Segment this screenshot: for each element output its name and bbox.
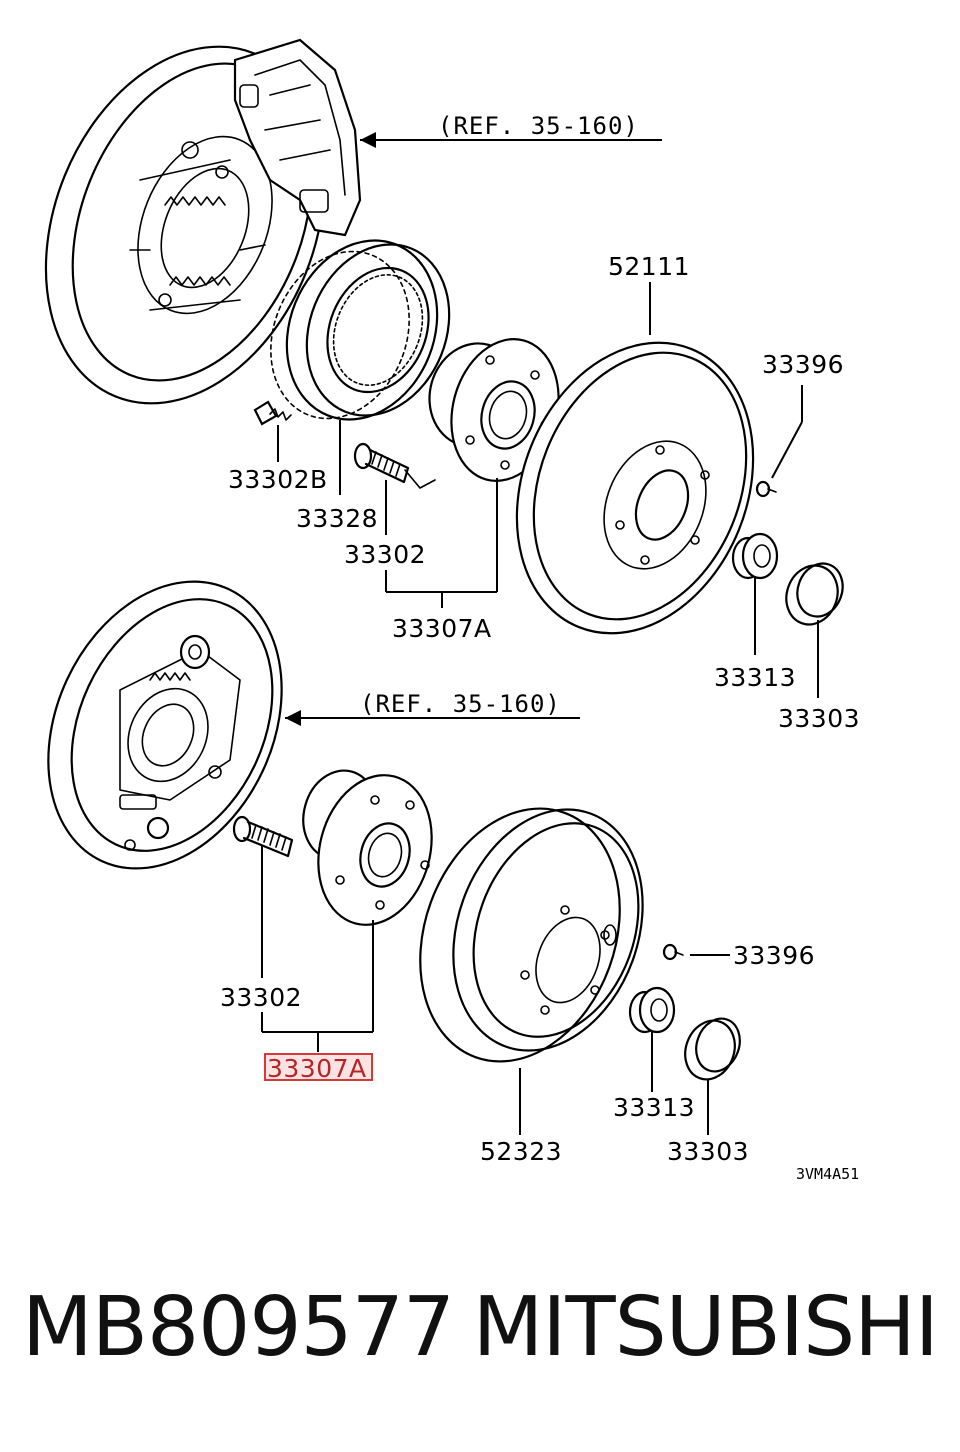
- label-33302-lower: 33302: [220, 983, 302, 1012]
- label-33303-upper: 33303: [778, 704, 860, 733]
- label-52323: 52323: [480, 1137, 562, 1166]
- label-33313-upper: 33313: [714, 663, 796, 692]
- part-number: MB809577: [22, 1280, 455, 1375]
- label-33396-lower: 33396: [733, 941, 815, 970]
- brake-drum: [419, 807, 644, 1063]
- lower-ref-label: (REF. 35-160): [360, 690, 561, 718]
- drawing-code: 3VM4A51: [796, 1165, 859, 1183]
- upper-screw: [755, 480, 777, 498]
- highlight-box: [264, 1053, 373, 1081]
- upper-nut: [731, 532, 779, 580]
- upper-ref-label: (REF. 35-160): [438, 112, 639, 140]
- label-52111: 52111: [608, 252, 690, 281]
- label-33307a-lower-highlighted: 33307A: [267, 1054, 367, 1083]
- exploded-parts-diagram: (REF. 35-160): [44, 38, 860, 1183]
- lower-backing-plate: [47, 580, 283, 870]
- bolt-33302b: [253, 400, 292, 426]
- lower-stud: [232, 815, 294, 858]
- tone-ring: [270, 239, 451, 421]
- brand-name: MITSUBISHI: [472, 1280, 939, 1375]
- label-33396-upper: 33396: [762, 350, 844, 379]
- upper-stud: [353, 442, 410, 484]
- upper-caliper: [233, 38, 362, 237]
- upper-leader-lines: [277, 282, 819, 698]
- label-33303-lower: 33303: [667, 1137, 749, 1166]
- label-33313-lower: 33313: [613, 1093, 695, 1122]
- caption: MB809577 MITSUBISHI: [0, 1280, 960, 1410]
- brake-disc: [515, 341, 755, 635]
- label-33328: 33328: [296, 504, 378, 533]
- label-33302-upper: 33302: [344, 540, 426, 569]
- lower-leader-lines: [261, 845, 730, 1135]
- lower-cap: [684, 1017, 741, 1081]
- lower-hub: [302, 769, 433, 926]
- lower-nut: [628, 986, 676, 1034]
- label-33307a-upper: 33307A: [392, 614, 492, 643]
- label-33302b: 33302B: [228, 465, 328, 494]
- upper-cap: [785, 562, 844, 626]
- lower-screw: [662, 943, 684, 961]
- upper-hub: [404, 338, 560, 489]
